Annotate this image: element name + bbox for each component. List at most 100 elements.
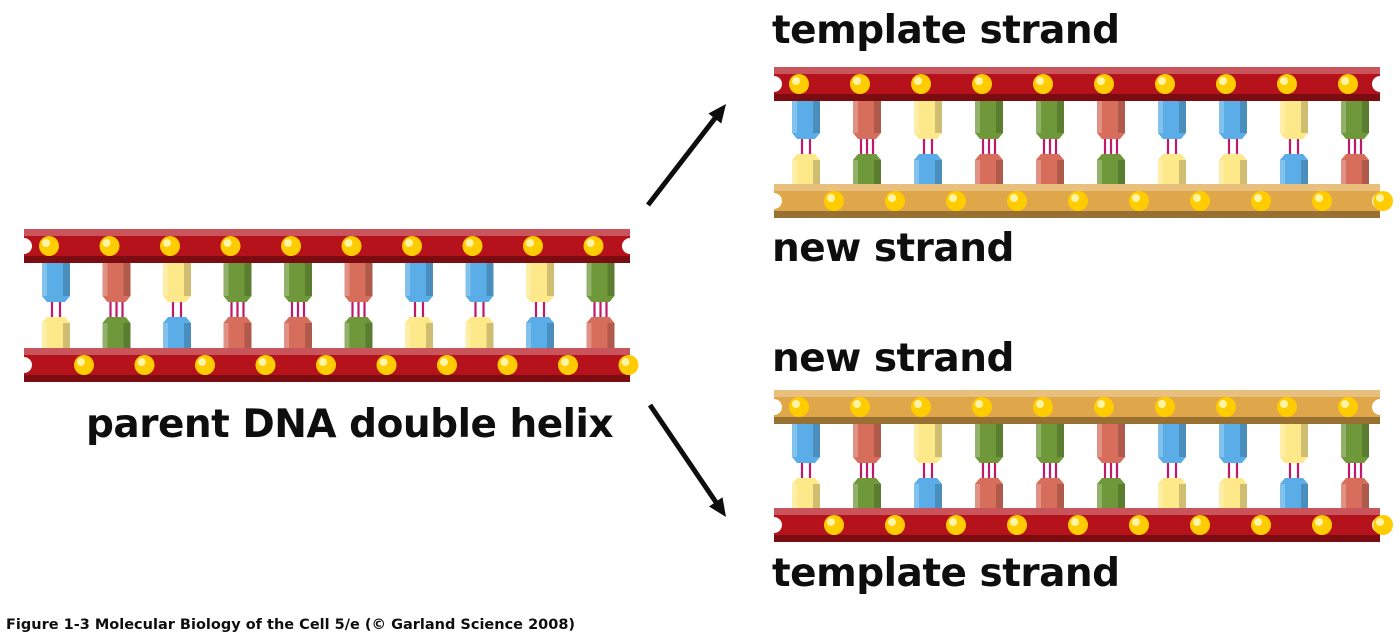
blue-base xyxy=(792,101,820,139)
phosphate-dot xyxy=(1094,74,1114,94)
salmon-base xyxy=(586,317,615,348)
base-pair xyxy=(792,101,820,184)
blue-base xyxy=(1280,154,1308,184)
phosphate-dot xyxy=(195,355,215,375)
hydrogen-bonds xyxy=(981,463,997,478)
phosphate-dot xyxy=(824,191,844,211)
hydrogen-bonds xyxy=(109,302,124,317)
hydrogen-bonds xyxy=(1288,463,1300,478)
phosphate-dot xyxy=(437,355,457,375)
phosphate-dot xyxy=(558,355,578,375)
yellow-base xyxy=(1280,424,1308,463)
yellow-base xyxy=(914,424,942,463)
green-base xyxy=(586,263,615,302)
phosphate-dot xyxy=(316,355,336,375)
yellow-base xyxy=(792,154,820,184)
new-strand-label-bottom: new strand xyxy=(772,336,1014,381)
blue-base xyxy=(1219,424,1247,463)
phosphate-dot xyxy=(523,236,543,256)
phosphate-dot xyxy=(911,397,931,417)
phosphate-dot xyxy=(220,236,241,256)
phosphate-dot xyxy=(1129,191,1149,211)
hydrogen-bonds xyxy=(171,302,183,317)
phosphate-dot xyxy=(789,74,809,94)
phosphate-dot xyxy=(911,74,931,94)
phosphate-dot xyxy=(1033,397,1053,417)
hydrogen-bonds xyxy=(1347,463,1363,478)
yellow-base xyxy=(914,101,942,139)
phosphate-dot xyxy=(946,515,966,535)
base-pair xyxy=(1280,424,1308,508)
base-pair xyxy=(405,263,433,348)
phosphate-dot xyxy=(1068,515,1088,535)
salmon-base xyxy=(1341,478,1369,508)
phosphate-dot xyxy=(1338,397,1358,417)
salmon-base xyxy=(284,317,312,348)
new-strand-label-top: new strand xyxy=(772,226,1014,271)
salmon-base xyxy=(102,263,131,302)
phosphate-dot xyxy=(1216,397,1236,417)
base-pair xyxy=(1341,424,1369,508)
base-pair xyxy=(1097,101,1125,184)
phosphate-dot xyxy=(402,236,422,256)
phosphate-dot xyxy=(885,191,905,211)
phosphate-dot xyxy=(74,355,94,375)
hydrogen-bonds xyxy=(230,302,245,317)
hydrogen-bonds xyxy=(1347,139,1363,154)
base-pair xyxy=(792,424,820,508)
green-base xyxy=(344,317,373,348)
base-pair xyxy=(975,101,1003,184)
phosphate-dot xyxy=(618,355,639,375)
salmon-base xyxy=(1097,101,1125,139)
phosphate-dot xyxy=(1094,397,1114,417)
base-pair xyxy=(1280,101,1308,184)
yellow-base xyxy=(1158,154,1186,184)
parent-helix-label: parent DNA double helix xyxy=(86,402,614,447)
blue-base xyxy=(914,478,942,508)
phosphate-dot xyxy=(1338,74,1358,94)
yellow-base xyxy=(405,317,433,348)
blue-base xyxy=(1219,101,1247,139)
salmon-base xyxy=(853,424,881,463)
phosphate-dot xyxy=(255,355,276,375)
blue-base xyxy=(1158,424,1186,463)
phosphate-dot xyxy=(1068,191,1088,211)
green-base xyxy=(1097,478,1125,508)
green-base xyxy=(1036,424,1064,463)
yellow-base xyxy=(1280,101,1308,139)
hydrogen-bonds xyxy=(1227,139,1239,154)
hydrogen-bonds xyxy=(859,463,875,478)
phosphate-dot xyxy=(1312,191,1332,211)
green-base xyxy=(284,263,312,302)
phosphate-dot xyxy=(1251,515,1271,535)
phosphate-dot xyxy=(972,74,992,94)
base-pair xyxy=(163,263,191,348)
base-pair xyxy=(1158,424,1186,508)
phosphate-dot xyxy=(1155,397,1175,417)
salmon-base xyxy=(223,317,252,348)
base-pair xyxy=(1219,101,1247,184)
yellow-base xyxy=(1158,478,1186,508)
hydrogen-bonds xyxy=(1103,139,1119,154)
base-pair xyxy=(1036,101,1064,184)
base-pair xyxy=(914,424,942,508)
hydrogen-bonds xyxy=(290,302,306,317)
salmon-base xyxy=(1036,154,1064,184)
phosphate-dot xyxy=(824,515,844,535)
salmon-base xyxy=(1097,424,1125,463)
phosphate-dot xyxy=(850,74,870,94)
salmon-base xyxy=(344,263,373,302)
phosphate-dot xyxy=(946,191,966,211)
base-pair xyxy=(1097,424,1125,508)
blue-base xyxy=(42,263,70,302)
phosphate-dot xyxy=(134,355,155,375)
base-pair xyxy=(853,101,881,184)
hydrogen-bonds xyxy=(50,302,62,317)
salmon-base xyxy=(975,478,1003,508)
arrow-to-bottom-daughter xyxy=(647,403,726,517)
green-base xyxy=(975,101,1003,139)
green-base xyxy=(1097,154,1125,184)
hydrogen-bonds xyxy=(351,302,366,317)
phosphate-dot xyxy=(160,236,180,256)
phosphate-dot xyxy=(376,355,397,375)
